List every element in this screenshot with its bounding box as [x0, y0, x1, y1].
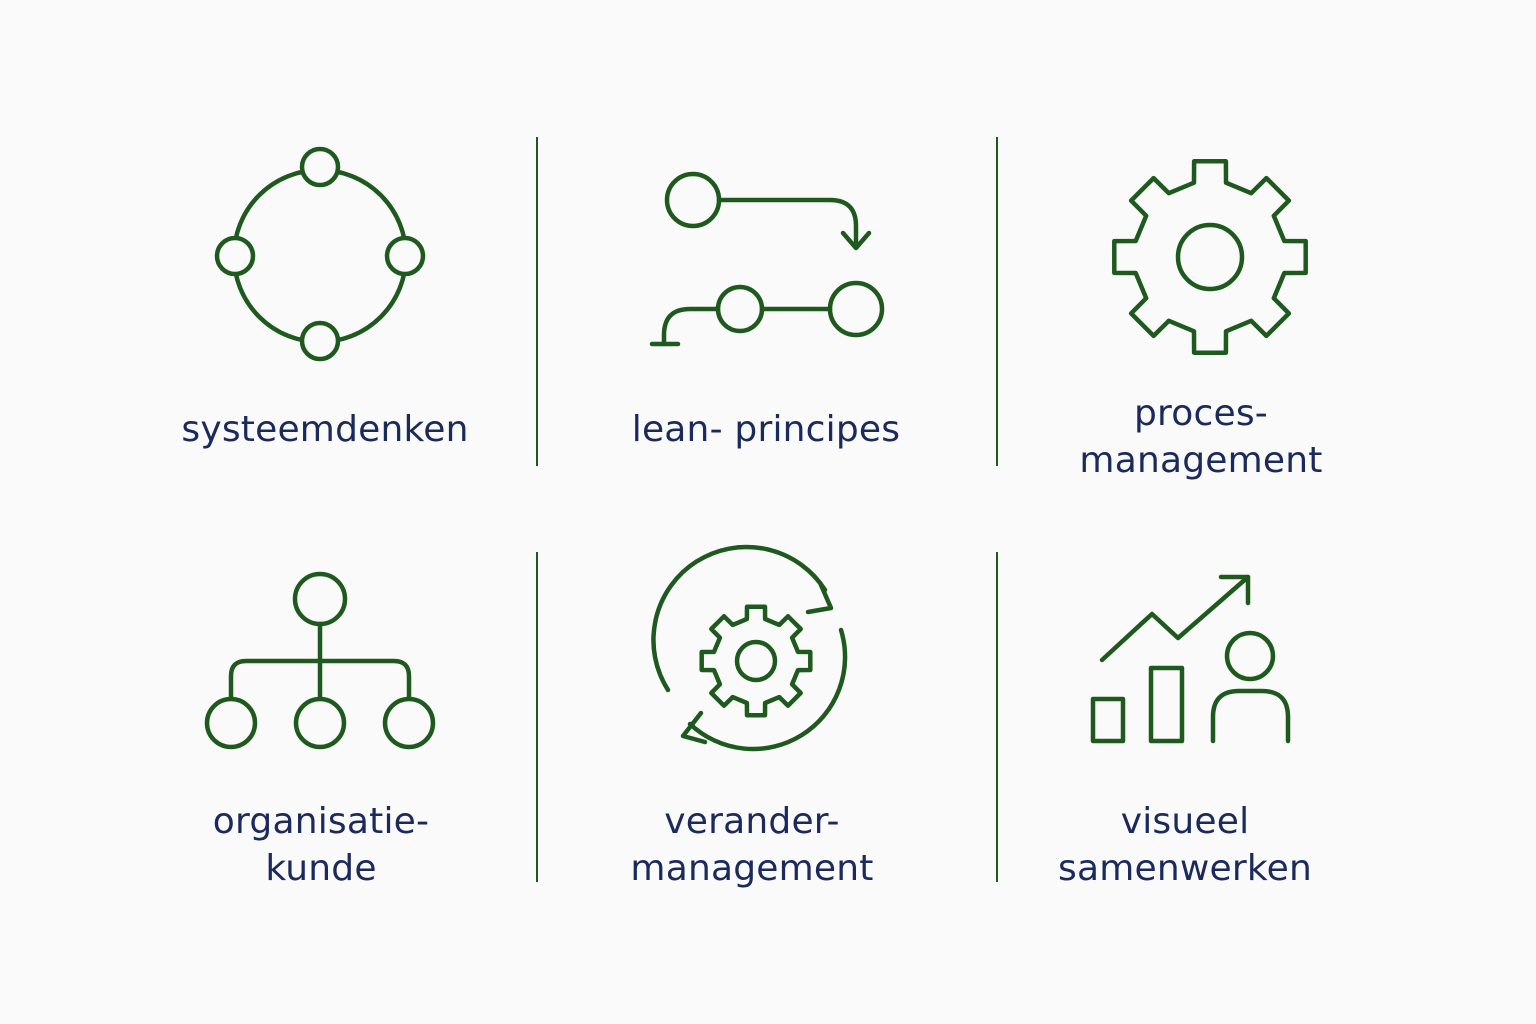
tile-label-verandermanagement: verander- management: [542, 798, 962, 892]
label-line: organisatie-: [212, 801, 430, 842]
gear-cycle-icon: [651, 544, 855, 755]
label-line: lean- principes: [631, 409, 901, 450]
label-line: management: [1079, 440, 1323, 481]
flow-arrows-icon: [640, 160, 900, 360]
tile-label-systeemdenken: systeemdenken: [115, 406, 535, 453]
label-line: samenwerken: [1058, 848, 1312, 889]
gear-hub: [1175, 222, 1245, 292]
tile-label-procesmanagement: proces- management: [991, 390, 1411, 484]
gear-icon: [1100, 150, 1320, 370]
gear-outline: [699, 604, 813, 718]
label-line: verander-: [664, 801, 840, 842]
gear-hub: [734, 639, 778, 683]
label-line: kunde: [265, 848, 377, 889]
org-chart-icon: [200, 565, 440, 755]
divider-top-left: [536, 137, 538, 466]
gear-outline: [1112, 159, 1308, 355]
system-cycle-icon: [210, 140, 430, 370]
tile-label-organisatiekunde: organisatie- kunde: [111, 798, 531, 892]
label-line: proces-: [1134, 393, 1268, 434]
tile-label-lean-principes: lean- principes: [556, 406, 976, 453]
divider-bottom-right: [996, 552, 998, 882]
label-line: management: [630, 848, 874, 889]
label-line: systeemdenken: [181, 409, 469, 450]
growth-chart-person-icon: [1085, 565, 1300, 755]
tile-label-visueel-samenwerken: visueel samenwerken: [975, 798, 1395, 892]
divider-bottom-left: [536, 552, 538, 882]
divider-top-right: [996, 137, 998, 466]
label-line: visueel: [1120, 801, 1250, 842]
